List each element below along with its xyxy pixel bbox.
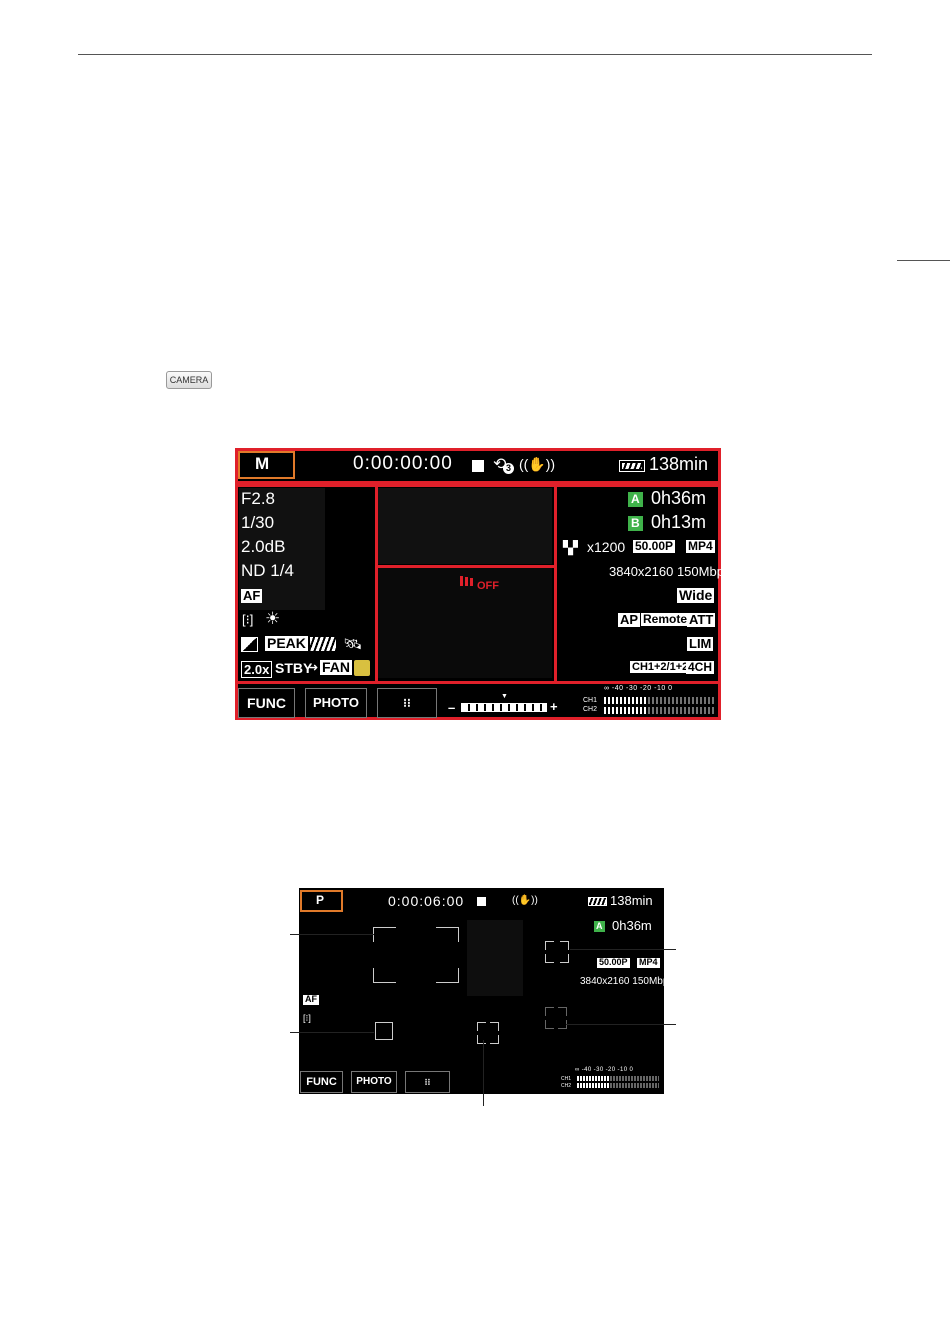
format-badge: MP4 [637,957,660,968]
off-indicator: OFF [477,580,499,592]
zoom-plus: + [550,699,558,714]
remote-badge: Remote [641,612,690,627]
shooting-mode: P [316,893,325,907]
zoom-minus: – [448,700,456,715]
ch1-label: CH1 [561,1076,572,1082]
other-face-frame [545,1007,567,1029]
stop-square-icon [477,897,486,906]
face-detect-icon: [⁝] [303,1013,311,1023]
main-face-frame [373,927,459,983]
ch1-label: CH1 [583,697,598,704]
resolution-bitrate: 3840x2160 150Mbps [609,564,721,579]
arrow-icon: ➜ [309,662,319,674]
slot-b-time: 0h13m [651,512,707,532]
slot-b-icon: B [628,516,643,531]
battery-icon [588,897,607,906]
slot-a-icon: A [594,921,605,932]
callout-line-tracking [290,1032,374,1033]
audio-meter-scale: ∞ -40 -30 -20 -10 0 [604,685,673,692]
lcd-screen-manual: M 0:00:00:00 ⟲ 3 ((✋)) 138min F2.8 1/30 … [235,448,721,720]
highlight-bottom-bar [235,681,721,720]
callout-line-secondary-face [570,949,676,950]
meter-unlit [647,697,714,714]
nd-value: ND 1/4 [241,561,294,580]
camera-mode-tag: CAMERA [166,371,212,389]
aperture-value: F2.8 [241,489,276,508]
ch2-label: CH2 [561,1083,572,1089]
slow-motion-icon: ▚▘ [563,540,583,555]
timer-count-icon: 3 [503,463,514,474]
mic-off-icon-part [465,577,468,586]
standby-label: STBY [275,660,313,676]
battery-time: 138min [649,454,709,474]
face-detect-icon: [⁝] [242,612,254,627]
ap-badge: AP [618,612,641,628]
bg-patch [467,920,523,996]
frame-rate-badge: 50.00P [597,957,630,968]
channel-count-badge: 4CH [686,660,715,675]
timecode: 0:00:00:00 [353,453,453,474]
func-button[interactable]: FUNC [300,1071,343,1093]
mode-box [300,890,343,912]
bg-patch [378,488,552,564]
slot-a-icon: A [628,492,643,507]
zoom-bar [461,703,547,712]
temperature-warning-icon [354,660,370,676]
lcd-screen-face-detect: P 0:00:06:00 ((✋)) 138min A 0h36m 50.00P… [299,888,664,1094]
callout-line-main-face [290,934,374,935]
fan-badge: FAN [320,659,352,676]
mode-box [238,451,295,479]
callout-line-other-face [566,1024,676,1025]
battery-time: 138min [610,893,653,908]
image-stabilizer-icon: ((✋)) [512,895,538,906]
focus-frame-button[interactable]: ⁝⁝ [377,688,437,718]
resolution-bitrate: 3840x2160 150Mbps [580,976,664,987]
timecode: 0:00:06:00 [388,893,465,909]
att-badge: ATT [687,612,716,628]
picture-style-icon [241,637,258,652]
af-badge: AF [241,588,263,604]
digital-teleconverter: 2.0x [241,661,273,678]
shutter-value: 1/30 [241,513,275,532]
mic-off-icon-part [470,578,473,586]
af-badge: AF [303,994,319,1005]
af-frame [477,1022,499,1044]
slow-rate: x1200 [587,539,626,555]
bg-patch [378,568,552,678]
gps-satellite-icon: 🛰 [343,636,363,653]
zebra-icon [310,637,336,651]
format-badge: MP4 [686,539,715,554]
slot-a-time: 0h36m [612,918,652,933]
meter-unlit [609,1076,659,1088]
ch2-label: CH2 [583,706,598,713]
side-tab-rule [897,260,950,261]
peaking-badge: PEAK [265,635,308,652]
stop-square-icon [472,460,484,472]
photo-button[interactable]: PHOTO [305,688,367,718]
white-balance-daylight-icon: ☀ [265,609,281,628]
zoom-position-icon: ▼ [501,693,508,700]
focus-frame-button[interactable]: ⁝⁝ [405,1071,450,1093]
channel-mix-badge: CH1+2/1+2 [630,661,691,674]
photo-button[interactable]: PHOTO [351,1071,397,1093]
tracking-frame [375,1022,393,1040]
slot-a-time: 0h36m [651,488,707,508]
audio-meter-scale: ∞ -40 -30 -20 -10 0 [575,1067,634,1073]
callout-line-af-frame [483,1040,484,1106]
frame-rate-badge: 50.00P [633,539,676,554]
battery-icon [619,460,645,472]
lim-badge: LIM [687,636,714,652]
highlight-center-top [375,484,557,568]
shooting-mode: M [255,454,270,473]
wide-badge: Wide [677,587,715,604]
mic-off-icon [460,576,463,586]
header-rule [78,54,872,55]
secondary-face-frame [545,941,569,963]
highlight-top-bar [235,448,721,484]
func-button[interactable]: FUNC [238,688,295,718]
image-stabilizer-icon: ((✋)) [519,456,556,472]
gain-value: 2.0dB [241,537,286,556]
